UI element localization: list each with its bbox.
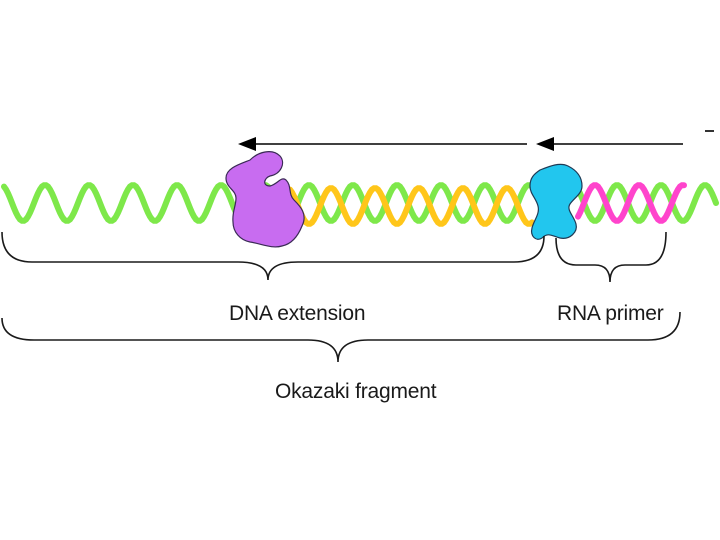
dna-extension-label: DNA extension (229, 302, 365, 325)
okazaki-fragment-label: Okazaki fragment (275, 380, 437, 403)
synthesis-direction-arrows (238, 130, 714, 151)
dna-polymerase-icon (225, 151, 305, 248)
primase-icon (529, 163, 583, 240)
rna-primer-label: RNA primer (557, 302, 664, 325)
rna-primer-brace (555, 231, 667, 283)
okazaki-fragment-brace (1, 311, 681, 363)
rna-primer-strand (575, 182, 687, 224)
primer-direction-arrow (536, 137, 683, 151)
dna-extension-strand (287, 185, 535, 227)
template-strand (1, 182, 719, 224)
template-strand-wave (1, 182, 719, 224)
extension-direction-arrow (238, 137, 527, 151)
dna-extension-wave (287, 185, 535, 227)
rna-primer-wave (575, 182, 687, 224)
dna-extension-brace (1, 231, 545, 281)
